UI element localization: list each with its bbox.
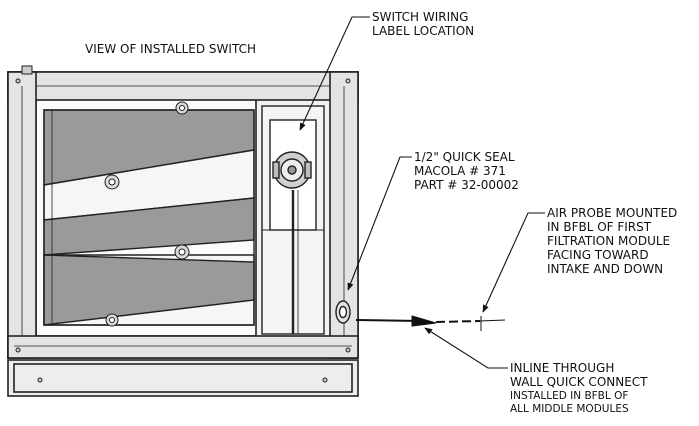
quick-seal-fitting (335, 300, 351, 324)
callout-switch-wiring-line-1: SWITCH WIRING (372, 10, 468, 24)
callout-inline-line-3: INSTALLED IN BFBL OF (510, 390, 628, 402)
callout-inline-line-1: INLINE THROUGH (510, 361, 614, 375)
view-title: VIEW OF INSTALLED SWITCH (85, 42, 256, 56)
callout-switch-wiring-line-2: LABEL LOCATION (372, 24, 474, 38)
probe-tubing (355, 315, 506, 331)
mounting-bolts (104, 101, 267, 327)
filter-media (43, 109, 255, 326)
callout-quick-seal-line-3: PART # 32-00002 (414, 178, 519, 192)
callout-air-probe-line-2: IN BFBL OF FIRST (547, 220, 652, 234)
callout-inline-connect: INLINE THROUGH WALL QUICK CONNECT INSTAL… (510, 361, 648, 415)
callout-air-probe-line-3: FILTRATION MODULE (547, 234, 670, 248)
switch-channel (261, 105, 325, 335)
top-fittings (15, 65, 351, 383)
callout-air-probe-line-4: FACING TOWARD (547, 248, 649, 262)
callout-quick-seal: 1/2" QUICK SEAL MACOLA # 371 PART # 32-0… (414, 150, 519, 192)
callout-switch-wiring: SWITCH WIRING LABEL LOCATION (372, 10, 474, 38)
callout-air-probe-line-1: AIR PROBE MOUNTED (547, 206, 677, 220)
callout-inline-line-4: ALL MIDDLE MODULES (510, 403, 629, 415)
callout-air-probe-line-5: INTAKE AND DOWN (547, 262, 663, 276)
pressure-switch (272, 151, 312, 189)
callout-inline-line-2: WALL QUICK CONNECT (510, 375, 648, 389)
callout-quick-seal-line-2: MACOLA # 371 (414, 164, 506, 178)
callout-quick-seal-line-1: 1/2" QUICK SEAL (414, 150, 515, 164)
callout-air-probe: AIR PROBE MOUNTED IN BFBL OF FIRST FILTR… (547, 206, 677, 276)
leader-lines (299, 16, 545, 369)
